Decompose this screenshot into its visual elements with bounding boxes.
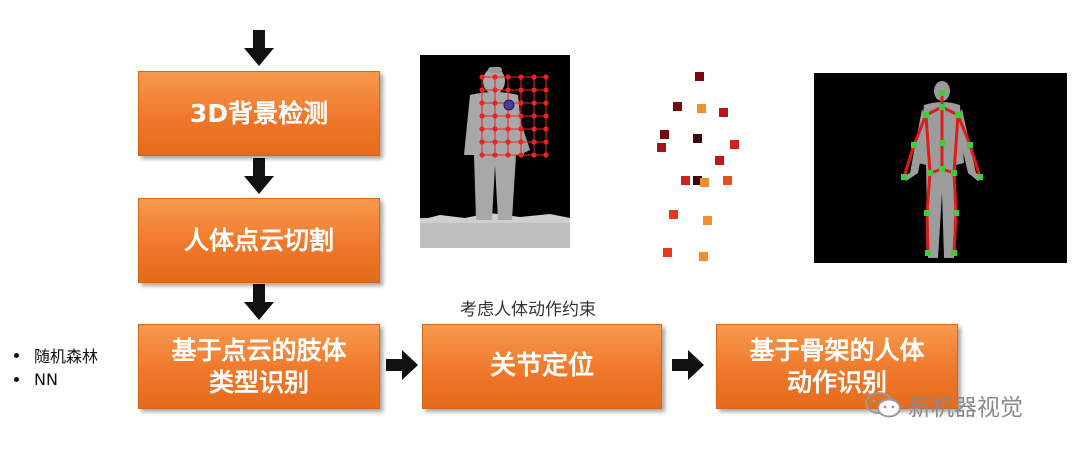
arrow-down-icon (244, 158, 274, 194)
list-item: NN (14, 367, 98, 391)
joint-marker (924, 210, 930, 216)
wechat-icon (865, 392, 901, 418)
point-marker (660, 130, 669, 139)
bone-line (952, 171, 958, 215)
bone-line (912, 113, 928, 147)
point-marker (697, 104, 706, 113)
arrow-down-icon (244, 284, 274, 320)
skeleton-image (814, 73, 1067, 263)
depth-silhouette (420, 67, 570, 248)
constraint-label: 考虑人体动作约束 (460, 300, 596, 320)
bone-line (968, 143, 982, 179)
point-marker (700, 178, 709, 187)
point-marker (673, 102, 682, 111)
joint-marker (923, 112, 929, 118)
step-joint-localization: 关节定位 (422, 324, 662, 409)
joint-marker (927, 170, 933, 176)
step-skeleton-action-recognition: 基于骨架的人体 动作识别 (716, 324, 958, 409)
bone-line (952, 211, 958, 255)
bone-line (956, 113, 972, 147)
joint-marker (977, 174, 983, 180)
point-marker (669, 210, 678, 219)
arrow-right-icon (672, 350, 704, 380)
step-label: 人体点云切割 (183, 225, 334, 255)
joint-marker (939, 166, 945, 172)
bone-line (925, 171, 932, 215)
point-marker (730, 140, 739, 149)
joint-marker (911, 142, 917, 148)
step-body-pointcloud-segmentation: 人体点云切割 (138, 198, 380, 283)
joint-marker (953, 210, 959, 216)
point-marker (723, 176, 732, 185)
joint-marker (955, 112, 961, 118)
method-list: 随机森林 NN (14, 343, 98, 391)
step-label-line1: 基于骨架的人体 (749, 336, 925, 366)
joint-marker (939, 140, 945, 146)
method-label: NN (34, 369, 58, 389)
depth-image-with-grid (420, 55, 570, 248)
point-marker (715, 156, 724, 165)
point-marker (703, 216, 712, 225)
joint-point-cloud (657, 72, 739, 261)
bone-line (925, 211, 930, 255)
point-marker (681, 176, 690, 185)
watermark: 新机器视觉 (864, 388, 1023, 422)
bone-line (952, 113, 960, 175)
bullet-icon (14, 352, 19, 358)
method-label: 随机森林 (34, 347, 99, 366)
point-marker (719, 108, 728, 117)
step-label-line2: 动作识别 (786, 367, 887, 397)
joint-marker (939, 90, 945, 96)
step-3d-background-detection: 3D背景检测 (138, 71, 380, 156)
bone-line (924, 113, 932, 175)
step-label-line2: 类型识别 (208, 367, 309, 397)
watermark-text: 新机器视觉 (908, 395, 1023, 421)
joint-marker (939, 104, 945, 110)
step-label: 3D背景检测 (189, 98, 329, 128)
bullet-icon (14, 376, 19, 382)
point-marker (693, 176, 702, 185)
joint-marker (925, 250, 931, 256)
joint-marker (951, 170, 957, 176)
joint-marker (967, 142, 973, 148)
bone-line (902, 143, 916, 179)
joint-marker (901, 174, 907, 180)
list-item: 随机森林 (14, 343, 98, 367)
point-marker (699, 252, 708, 261)
point-marker (663, 248, 672, 257)
arrow-down-icon (244, 30, 274, 66)
step-limb-type-recognition: 基于点云的肢体 类型识别 (138, 324, 380, 409)
step-label-line1: 基于点云的肢体 (171, 336, 347, 366)
step-label: 关节定位 (489, 351, 594, 382)
point-marker (693, 134, 702, 143)
arrow-right-icon (386, 350, 418, 380)
joint-marker (951, 250, 957, 256)
skeleton-figure (901, 81, 984, 258)
point-marker (695, 72, 704, 81)
point-marker (657, 143, 666, 152)
